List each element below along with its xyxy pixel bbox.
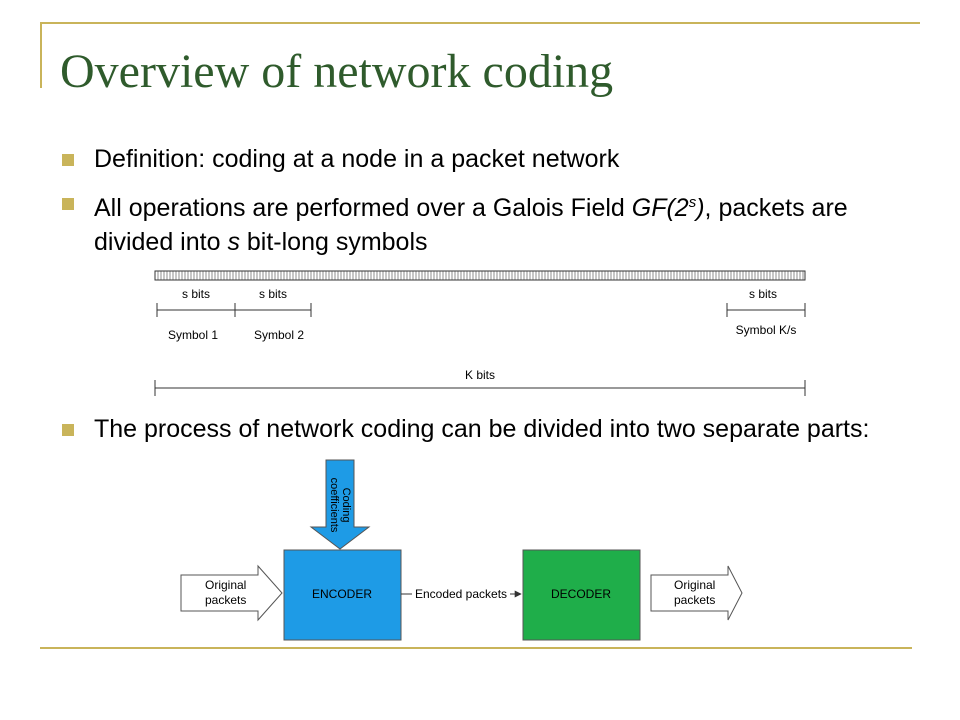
output-label-line1: Original	[674, 578, 715, 592]
galois-field-close: )	[696, 194, 705, 222]
bit-ticks	[157, 271, 804, 280]
encoded-packets-label: Encoded packets	[415, 587, 507, 601]
decoder-label: DECODER	[551, 587, 611, 601]
bullet-galois-field: All operations are performed over a Galo…	[62, 186, 914, 259]
symbol-brackets	[156, 303, 806, 317]
symbol-size-term: s	[227, 228, 240, 256]
bullet-text-part2: , packets are divided into	[94, 194, 848, 256]
slide-title: Overview of network coding	[60, 45, 614, 98]
s-bits-label-last: s bits	[749, 287, 777, 301]
input-label-line2: packets	[205, 593, 246, 607]
bullet-text-part3: bit-long symbols	[239, 228, 428, 256]
bullet-definition: Definition: coding at a node in a packet…	[62, 142, 914, 176]
coefficients-arrow	[309, 459, 371, 550]
frame-top-line	[40, 22, 920, 24]
k-bits-label: K bits	[465, 368, 495, 382]
input-label-line1: Original	[205, 578, 246, 592]
s-bits-label-1: s bits	[182, 287, 210, 301]
bullet-text: The process of network coding can be div…	[94, 415, 870, 443]
output-arrow	[650, 565, 743, 621]
bullet-text: Definition: coding at a node in a packet…	[94, 145, 620, 173]
encoder-label: ENCODER	[312, 587, 372, 601]
symbol-2-label: Symbol 2	[254, 328, 304, 342]
symbol-last-label: Symbol K/s	[736, 323, 797, 337]
bullet-square-icon	[62, 424, 74, 436]
symbol-1-label: Symbol 1	[168, 328, 218, 342]
bullet-square-icon	[62, 198, 74, 210]
encoder-block	[283, 549, 402, 641]
frame-bottom-line	[40, 647, 912, 649]
coefficients-label-line2: coefficients	[328, 478, 340, 533]
coefficients-label-line1: Coding	[340, 488, 352, 523]
frame-left-line	[40, 22, 42, 88]
encoded-packets-label-bg	[412, 586, 510, 602]
galois-field-term: GF(2	[631, 194, 689, 222]
galois-field-exponent: s	[688, 194, 697, 211]
bullet-process: The process of network coding can be div…	[62, 412, 914, 446]
bit-strip	[154, 270, 806, 281]
output-label-line2: packets	[674, 593, 715, 607]
decoder-block	[522, 549, 641, 641]
bullet-text-part1: All operations are performed over a Galo…	[94, 194, 632, 222]
k-bits-span	[154, 380, 806, 396]
bullet-square-icon	[62, 154, 74, 166]
input-arrow	[180, 564, 283, 622]
s-bits-label-2: s bits	[259, 287, 287, 301]
